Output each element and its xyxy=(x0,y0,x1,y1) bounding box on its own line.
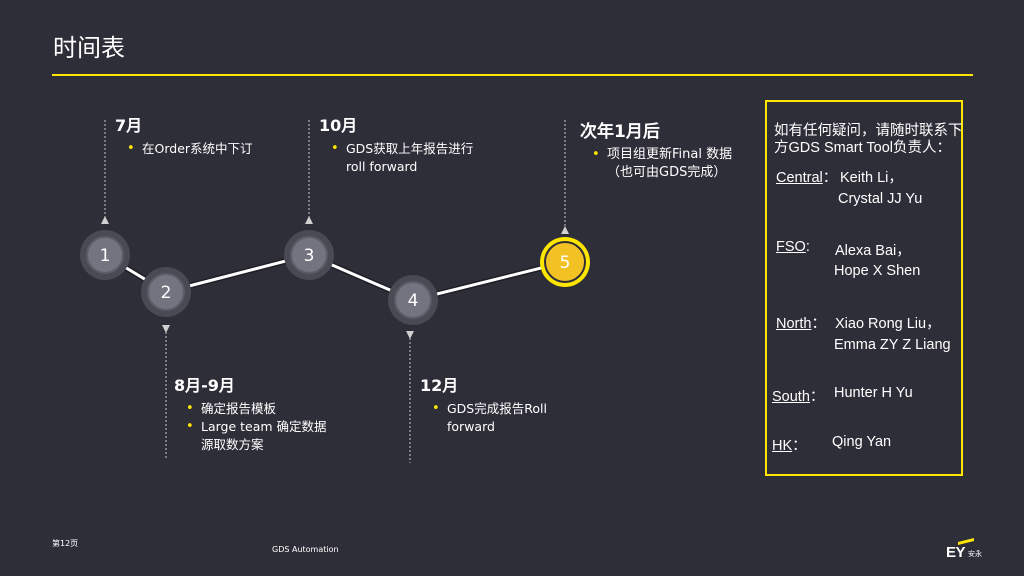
milestone-circle-3: 3 xyxy=(284,230,334,280)
logo-cn-text: 安永 xyxy=(968,550,982,558)
milestone-date: 8月-9月 xyxy=(174,376,235,395)
region-south: South： xyxy=(772,385,824,406)
milestone-number: 5 xyxy=(560,253,571,273)
region-label: Central xyxy=(776,170,823,186)
region-separator: ： xyxy=(809,389,825,405)
arrow-triangle-icon xyxy=(305,216,313,224)
contact-name: Keith Li， xyxy=(840,170,903,186)
milestone-items: 项目组更新Final 数据（也可由GDS完成） xyxy=(580,146,755,182)
milestone-text-2: 8月-9月 确定报告模板 Large team 确定数据源取数方案 xyxy=(174,376,349,454)
ey-logo: EY 安永 xyxy=(944,538,984,564)
region-fso: FSO: xyxy=(776,239,810,255)
milestone-number: 3 xyxy=(304,246,315,266)
arrow-triangle-icon xyxy=(162,325,170,333)
contact-name: Xiao Rong Liu， xyxy=(835,316,941,332)
milestone-number: 2 xyxy=(161,283,172,303)
milestone-date: 12月 xyxy=(420,376,459,395)
rail-4-5-highlight xyxy=(411,260,567,302)
logo-text: EY xyxy=(946,544,966,561)
milestone-items: 在Order系统中下订 xyxy=(115,140,295,158)
list-item: GDS获取上年报告进行roll forward xyxy=(319,140,476,176)
arrow-triangle-icon xyxy=(561,226,569,234)
region-separator: ： xyxy=(822,170,838,186)
milestone-text-4: 12月 GDS完成报告Roll forward xyxy=(420,376,570,436)
contact-box: 如有任何疑问，请随时联系下方GDS Smart Tool负责人： Central… xyxy=(765,100,963,476)
list-item: Large team 确定数据源取数方案 xyxy=(174,418,333,454)
contact-name: Hope X Shen xyxy=(834,263,921,279)
region-separator: ： xyxy=(792,438,807,454)
contact-intro: 如有任何疑问，请随时联系下方GDS Smart Tool负责人： xyxy=(774,123,963,156)
region-north: North： xyxy=(776,312,826,333)
contact-name: Crystal JJ Yu xyxy=(838,191,923,207)
milestone-items: 确定报告模板 Large team 确定数据源取数方案 xyxy=(174,400,349,454)
milestone-date: 10月 xyxy=(319,116,358,135)
title-divider xyxy=(52,74,973,76)
milestone-text-5: 次年1月后 项目组更新Final 数据（也可由GDS完成） xyxy=(580,122,755,182)
milestone-circle-5: 5 xyxy=(540,237,590,287)
page-title: 时间表 xyxy=(53,34,125,62)
milestone-circle-1: 1 xyxy=(80,230,130,280)
milestone-circle-4: 4 xyxy=(388,275,438,325)
contact-name: Emma ZY Z Liang xyxy=(834,337,951,353)
list-item: 确定报告模板 xyxy=(174,400,349,418)
contact-name: Hunter H Yu xyxy=(834,385,913,401)
milestone-text-3: 10月 GDS获取上年报告进行roll forward xyxy=(319,116,489,176)
arrow-triangle-icon xyxy=(406,331,414,339)
page-number: 第12页 xyxy=(52,539,79,548)
milestone-circle-2: 2 xyxy=(141,267,191,317)
region-label: North xyxy=(776,316,812,332)
project-name: GDS Automation xyxy=(272,545,339,554)
milestone-number: 4 xyxy=(408,291,419,311)
milestone-text-1: 7月 在Order系统中下订 xyxy=(115,116,295,158)
contact-name: Alexa Bai， xyxy=(835,243,911,259)
list-item: 项目组更新Final 数据（也可由GDS完成） xyxy=(580,146,752,182)
milestone-date: 7月 xyxy=(115,116,143,135)
list-item: GDS完成报告Roll forward xyxy=(420,400,562,436)
milestone-items: GDS完成报告Roll forward xyxy=(420,400,570,436)
milestone-number: 1 xyxy=(100,246,111,266)
region-separator: : xyxy=(805,239,810,255)
region-hk: HK： xyxy=(772,434,807,455)
list-item: 在Order系统中下订 xyxy=(115,140,295,158)
milestone-date: 次年1月后 xyxy=(580,122,660,142)
milestone-items: GDS获取上年报告进行roll forward xyxy=(319,140,489,176)
arrow-triangle-icon xyxy=(101,216,109,224)
region-label: HK xyxy=(772,438,793,454)
region-label: South xyxy=(772,389,810,405)
region-label: FSO xyxy=(776,239,806,255)
region-separator: ： xyxy=(811,316,826,332)
region-central: Central： xyxy=(776,166,837,187)
contact-name: Qing Yan xyxy=(832,434,892,450)
